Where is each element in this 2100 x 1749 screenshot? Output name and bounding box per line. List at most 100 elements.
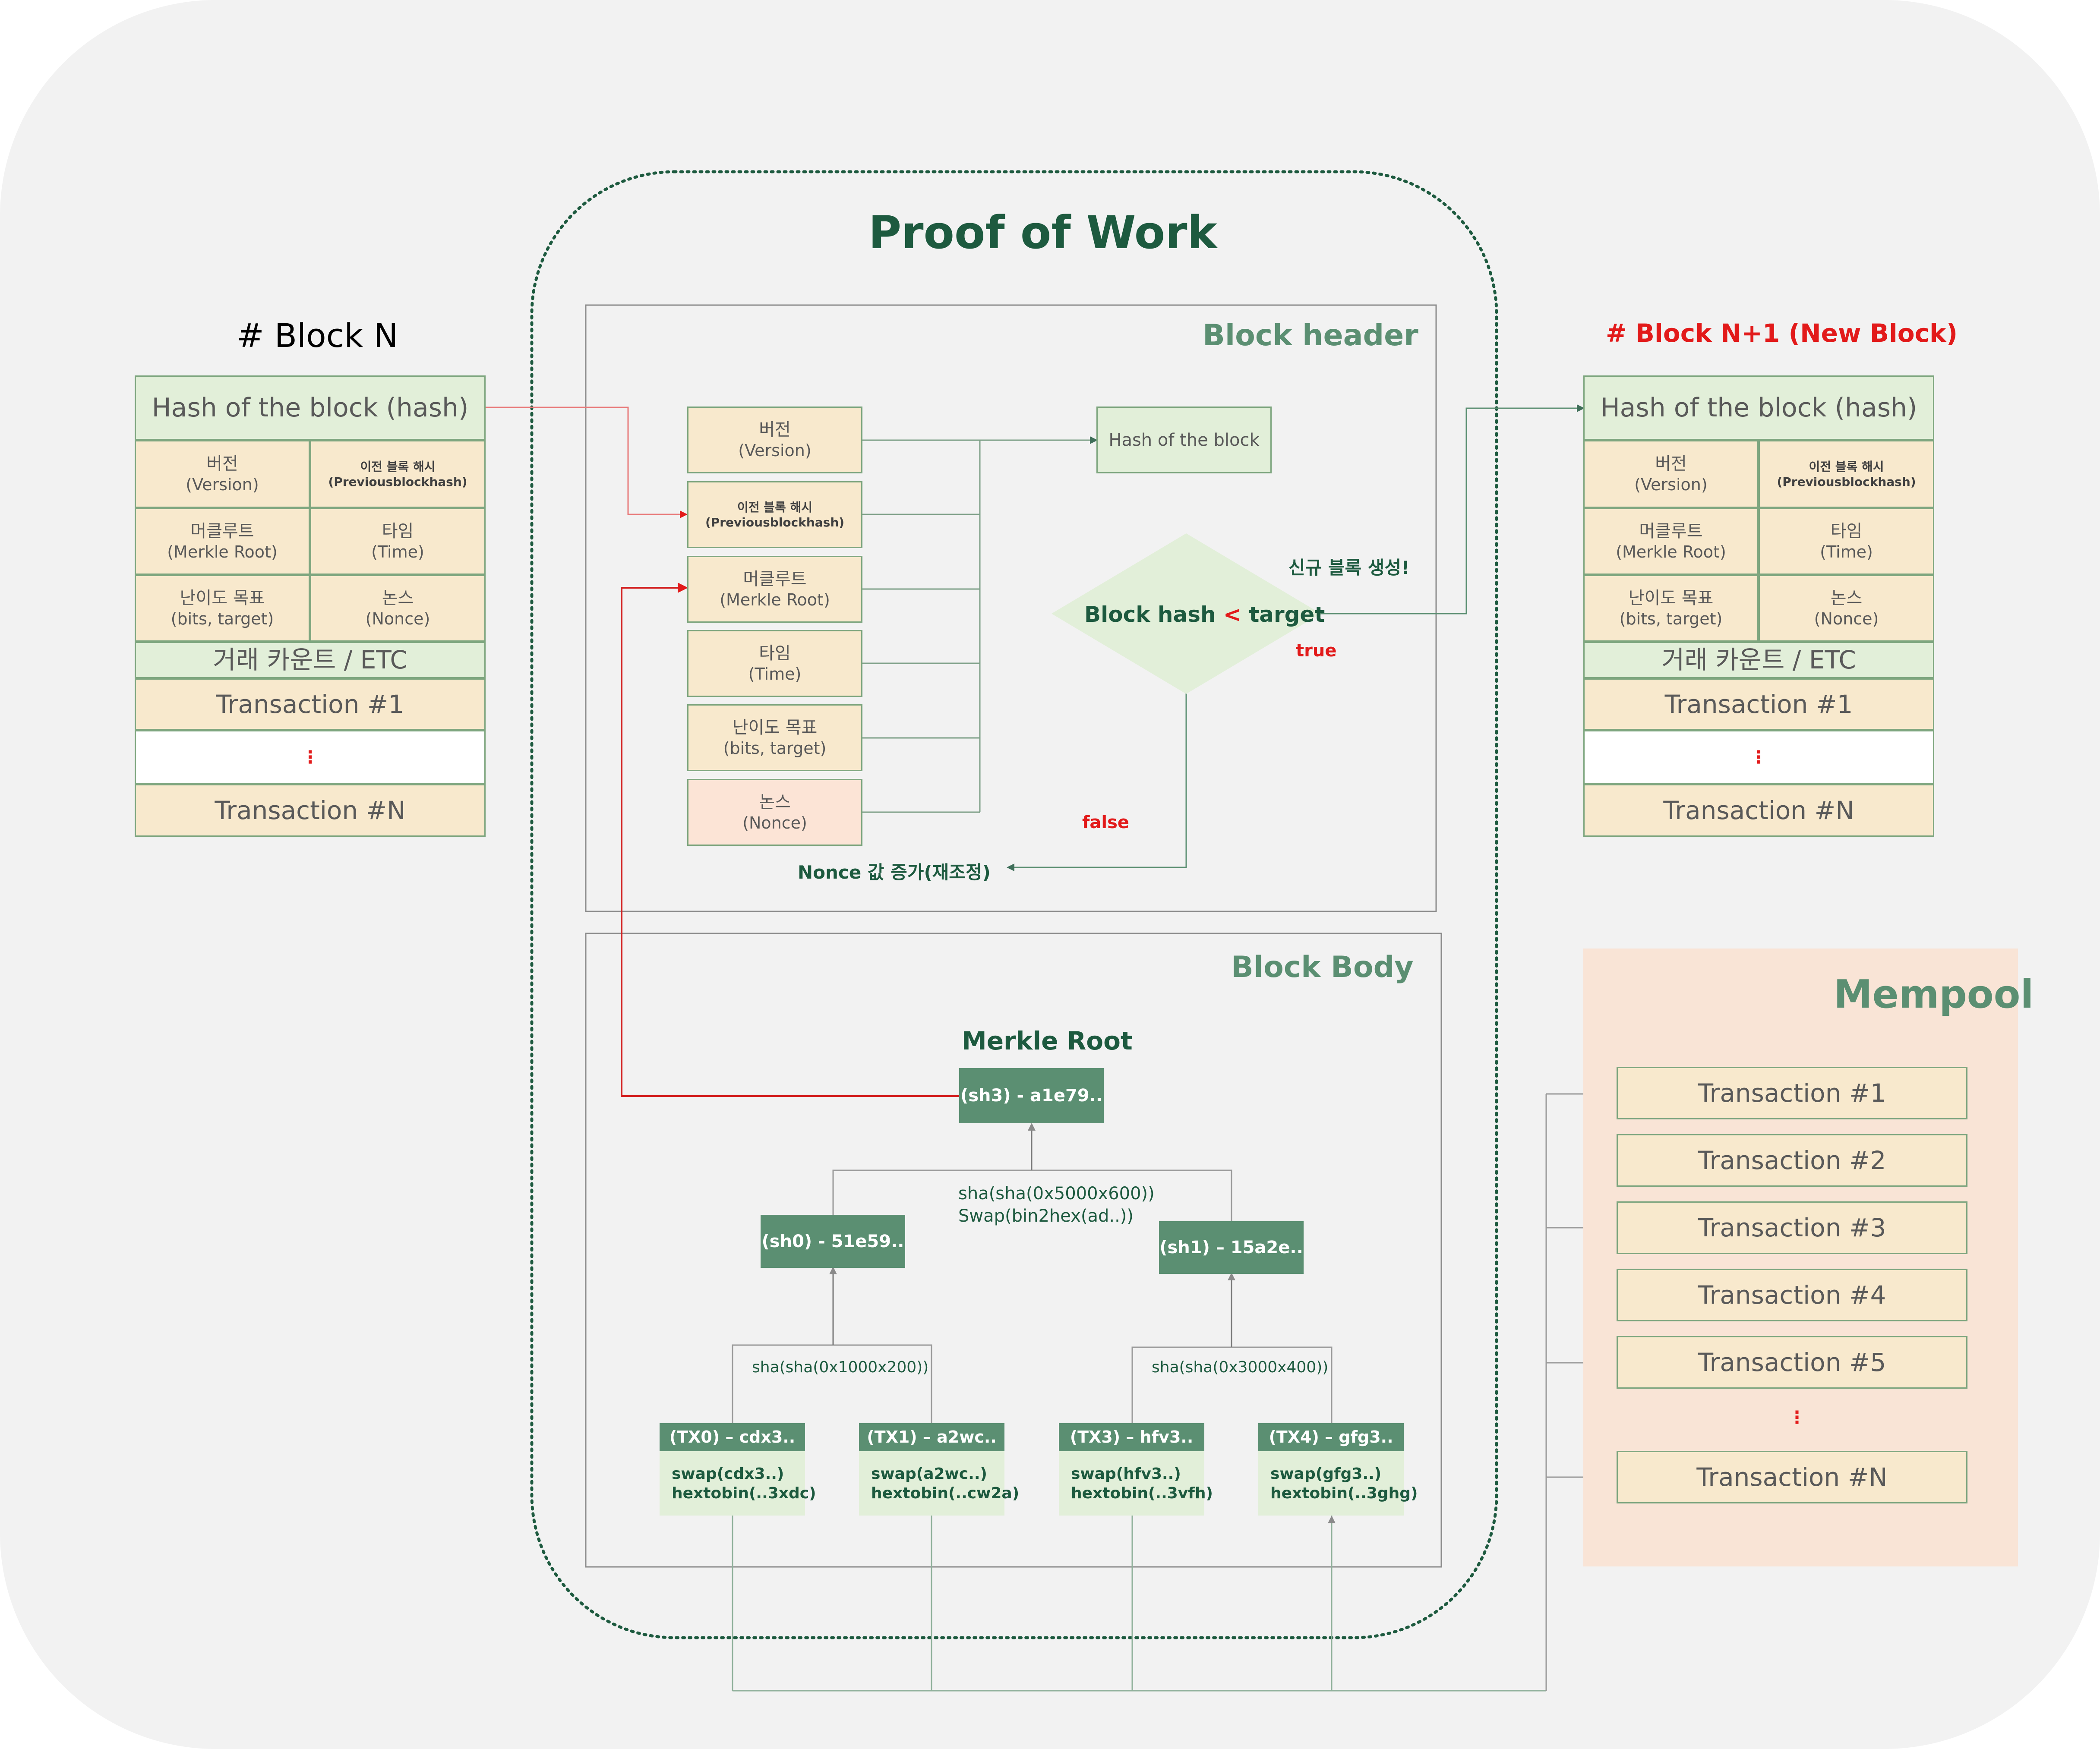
header-field-prevhash: 이전 블록 해시 (Previousblockhash) — [687, 481, 862, 548]
leaf-id: (TX0) – cdx3.. — [660, 1423, 805, 1451]
label: (Version) — [1634, 475, 1708, 494]
true-label: true — [1296, 641, 1337, 661]
block-n1-prevhash: 이전 블록 해시 (Previousblockhash) — [1759, 440, 1934, 508]
block-n-time: 타임 (Time) — [310, 508, 486, 575]
block-n-prevhash: 이전 블록 해시 (Previousblockhash) — [310, 440, 486, 508]
block-n-count: 거래 카운트 / ETC — [135, 642, 486, 678]
page-title: Proof of Work — [868, 206, 1217, 259]
sh3-formula-line2: Swap(bin2hex(ad..)) — [958, 1206, 1134, 1226]
label: (Previousblockhash) — [705, 515, 845, 529]
leaf-id: (TX4) – gfg3.. — [1258, 1423, 1404, 1451]
label: (Time) — [748, 664, 802, 684]
label: 논스 — [759, 792, 791, 812]
label: 난이도 목표 — [732, 717, 818, 737]
label: (bits, target) — [171, 609, 274, 628]
sh0-formula: sha(sha(0x1000x200)) — [752, 1358, 929, 1376]
leaf-formula: swap(a2wc..) hextobin(..cw2a) — [859, 1451, 1019, 1516]
block-n-version: 버전 (Version) — [135, 440, 310, 508]
leaf-tx4: (TX4) – gfg3.. swap(gfg3..) hextobin(..3… — [1258, 1423, 1418, 1516]
label: (Nonce) — [742, 813, 807, 832]
decision-operator: < — [1223, 602, 1241, 627]
block-n-txn: Transaction #N — [135, 784, 486, 837]
block-n1-hash: Hash of the block (hash) — [1583, 375, 1934, 440]
decision-text-left: Block hash — [1084, 602, 1223, 627]
block-n1-tx1: Transaction #1 — [1583, 678, 1934, 730]
hash-of-block-box: Hash of the block — [1096, 407, 1272, 473]
header-field-nonce: 논스 (Nonce) — [687, 779, 862, 846]
label: 타임 — [759, 643, 791, 663]
label: (bits, target) — [1619, 609, 1723, 628]
label: 이전 블록 해시 — [360, 459, 436, 474]
mempool-tx-1: Transaction #1 — [1617, 1067, 1967, 1119]
header-field-time: 타임 (Time) — [687, 630, 862, 697]
block-n1-count: 거래 카운트 / ETC — [1583, 642, 1934, 678]
block-n-merkle: 머클루트 (Merkle Root) — [135, 508, 310, 575]
label: (Version) — [186, 475, 259, 494]
leaf-formula: swap(cdx3..) hextobin(..3xdc) — [660, 1451, 816, 1516]
block-header-frame — [585, 304, 1437, 912]
block-n-ellipsis: ⋮ — [135, 730, 486, 784]
label: (Merkle Root) — [1616, 542, 1726, 561]
label: 논스 — [1830, 588, 1863, 608]
block-body-title: Block Body — [1231, 950, 1414, 984]
label: 논스 — [382, 588, 414, 608]
leaf-tx1: (TX1) – a2wc.. swap(a2wc..) hextobin(..c… — [859, 1423, 1019, 1516]
sh3-formula: sha(sha(0x5000x600)) Swap(bin2hex(ad..)) — [958, 1182, 1155, 1227]
merkle-root-title: Merkle Root — [962, 1026, 1133, 1056]
block-header-title: Block header — [1203, 318, 1418, 353]
leaf-line2: hextobin(..3xdc) — [672, 1484, 816, 1502]
leaf-line2: hextobin(..cw2a) — [871, 1484, 1020, 1502]
leaf-line2: hextobin(..3ghg) — [1270, 1484, 1418, 1502]
label: (Merkle Root) — [167, 542, 278, 561]
sh3-formula-line1: sha(sha(0x5000x600)) — [958, 1184, 1155, 1204]
leaf-line1: swap(a2wc..) — [871, 1465, 987, 1483]
leaf-line1: swap(cdx3..) — [672, 1465, 784, 1483]
block-n1-title: # Block N+1 (New Block) — [1606, 318, 1958, 348]
block-n1-bits: 난이도 목표 (bits, target) — [1583, 575, 1759, 642]
nonce-increase-label: Nonce 값 증가(재조정) — [798, 862, 991, 883]
label: 이전 블록 해시 — [1809, 459, 1884, 474]
block-n1-txn: Transaction #N — [1583, 784, 1934, 837]
label: 머클루트 — [190, 521, 254, 541]
merkle-node-sh0: (sh0) - 51e59.. — [761, 1215, 905, 1268]
mempool-title: Mempool — [1834, 972, 2034, 1017]
block-n1-merkle: 머클루트 (Merkle Root) — [1583, 508, 1759, 575]
mempool-tx-5: Transaction #5 — [1617, 1336, 1967, 1389]
decision-text-right: target — [1241, 602, 1325, 627]
header-field-merkle: 머클루트 (Merkle Root) — [687, 556, 862, 623]
block-body-frame — [585, 933, 1442, 1568]
label: 난이도 목표 — [180, 588, 265, 608]
header-field-bits: 난이도 목표 (bits, target) — [687, 704, 862, 771]
block-n1-nonce: 논스 (Nonce) — [1759, 575, 1934, 642]
label: 버전 — [206, 454, 238, 474]
label: 타임 — [382, 521, 414, 541]
leaf-line1: swap(gfg3..) — [1270, 1465, 1382, 1483]
label: (Time) — [1820, 542, 1873, 561]
label: 머클루트 — [743, 569, 807, 589]
pow-container — [530, 170, 1498, 1639]
label: 타임 — [1830, 521, 1863, 541]
label: (bits, target) — [723, 738, 827, 758]
mempool-ellipsis: ⋮ — [1788, 1408, 1806, 1428]
block-n1-ellipsis: ⋮ — [1583, 730, 1934, 784]
label: 이전 블록 해시 — [737, 500, 813, 514]
label: (Nonce) — [365, 609, 430, 628]
label: 버전 — [759, 419, 791, 440]
mempool-tx-2: Transaction #2 — [1617, 1134, 1967, 1187]
leaf-formula: swap(gfg3..) hextobin(..3ghg) — [1258, 1451, 1418, 1516]
block-n1-version: 버전 (Version) — [1583, 440, 1759, 508]
label: (Nonce) — [1814, 609, 1879, 628]
decision-label: Block hash < target — [1084, 602, 1325, 627]
label: 버전 — [1655, 454, 1687, 474]
leaf-line2: hextobin(..3vfh) — [1071, 1484, 1213, 1502]
leaf-line1: swap(hfv3..) — [1071, 1465, 1181, 1483]
mempool-tx-3: Transaction #3 — [1617, 1201, 1967, 1254]
leaf-id: (TX1) – a2wc.. — [859, 1423, 1004, 1451]
false-label: false — [1082, 813, 1130, 832]
merkle-node-sh1: (sh1) – 15a2e.. — [1159, 1221, 1304, 1274]
label: (Merkle Root) — [720, 590, 830, 609]
label: (Previousblockhash) — [328, 474, 467, 489]
block-n-nonce: 논스 (Nonce) — [310, 575, 486, 642]
label: 머클루트 — [1639, 521, 1703, 541]
